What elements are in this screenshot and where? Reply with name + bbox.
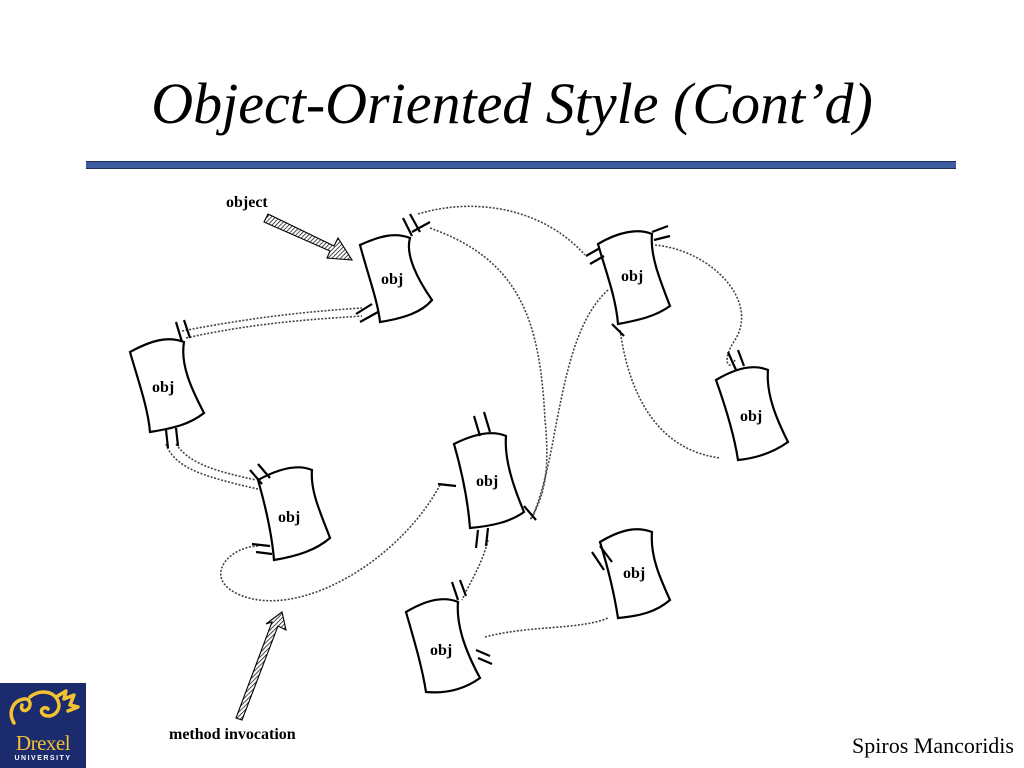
object-label: obj bbox=[152, 379, 174, 396]
connector-e-g bbox=[461, 539, 489, 601]
object-node bbox=[249, 463, 332, 562]
object-label: obj bbox=[623, 565, 645, 582]
connector-c-f bbox=[654, 244, 743, 366]
title-divider bbox=[86, 161, 956, 169]
connector-a-b bbox=[181, 307, 363, 332]
object-node bbox=[714, 349, 790, 462]
connector-c-e bbox=[531, 289, 609, 519]
object-node bbox=[591, 528, 672, 620]
connector-a-b-2 bbox=[185, 315, 363, 339]
logo-subtitle: UNIVERSITY bbox=[14, 755, 72, 762]
object-node bbox=[128, 319, 206, 449]
object-label: obj bbox=[278, 509, 300, 526]
author-name: Spiros Mancoridis bbox=[852, 733, 1014, 758]
object-annotation: object bbox=[226, 194, 268, 211]
object-label: obj bbox=[621, 268, 643, 285]
connector-a-d bbox=[165, 443, 263, 491]
method-invocation-arrow bbox=[235, 611, 287, 721]
object-label: obj bbox=[430, 642, 452, 659]
object-node bbox=[404, 579, 493, 694]
connector-c-d-loop bbox=[219, 484, 441, 602]
connector-b-c-2 bbox=[429, 227, 548, 521]
object-label: obj bbox=[476, 473, 498, 490]
object-label: obj bbox=[740, 408, 762, 425]
object-node bbox=[355, 213, 434, 324]
logo-word: Drexel bbox=[15, 731, 71, 755]
connector-c-f-2 bbox=[619, 329, 721, 459]
connector-b-c bbox=[417, 205, 586, 256]
slide-title: Object-Oriented Style (Cont’d) bbox=[151, 71, 873, 136]
dragon-icon bbox=[9, 689, 80, 725]
connector-a-d-2 bbox=[175, 443, 257, 481]
object-node bbox=[585, 224, 672, 337]
object-arrow bbox=[263, 213, 354, 261]
object-node bbox=[437, 411, 537, 549]
drexel-logo: Drexel UNIVERSITY bbox=[0, 683, 86, 768]
method-invocation-annotation: method invocation bbox=[169, 726, 296, 743]
connector-g-h bbox=[484, 617, 609, 638]
object-label: obj bbox=[381, 271, 403, 288]
